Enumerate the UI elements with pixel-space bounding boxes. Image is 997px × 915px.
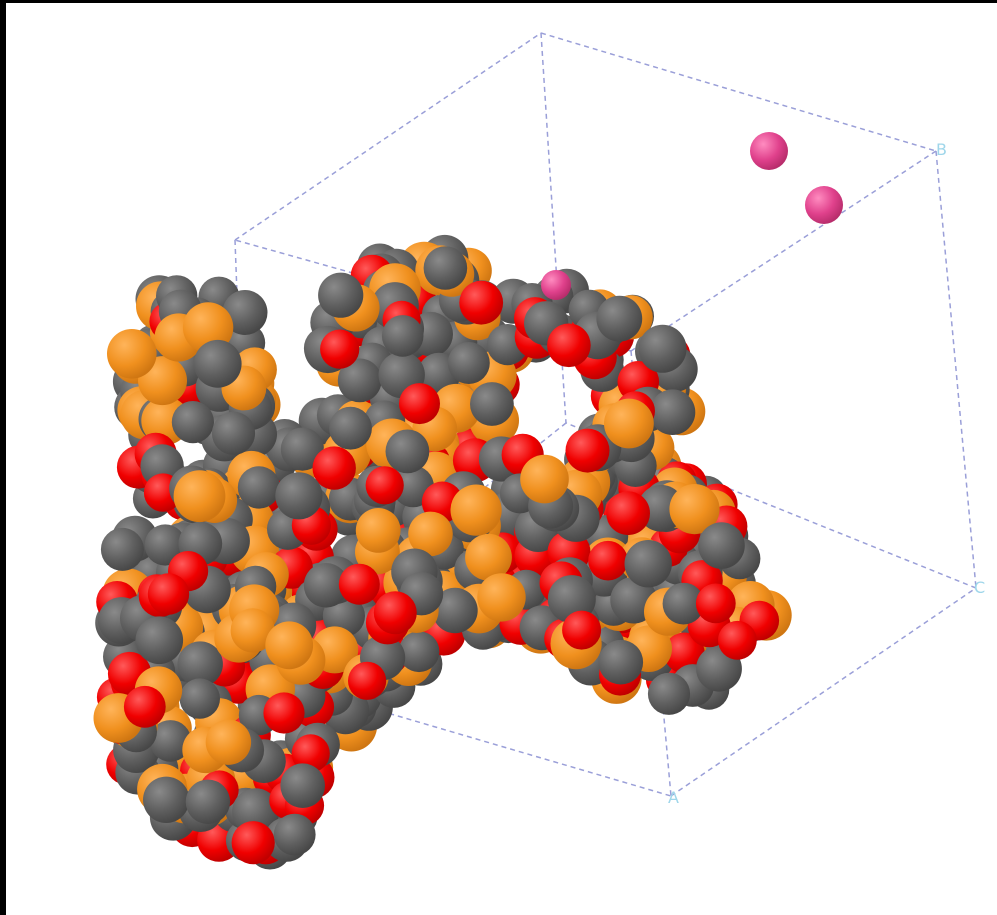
phosphorus-atom[interactable] xyxy=(173,470,226,523)
ion-atom[interactable] xyxy=(805,186,843,224)
phosphorus-atom[interactable] xyxy=(355,508,401,553)
oxygen-atom[interactable] xyxy=(562,610,602,650)
oxygen-atom[interactable] xyxy=(588,540,628,581)
molecule-scene[interactable]: B C A xyxy=(6,3,997,915)
carbon-atom[interactable] xyxy=(303,563,349,608)
carbon-atom[interactable] xyxy=(144,524,186,566)
oxygen-atom[interactable] xyxy=(147,573,190,615)
carbon-atom[interactable] xyxy=(100,527,144,571)
oxygen-atom[interactable] xyxy=(695,583,736,624)
carbon-atom[interactable] xyxy=(385,429,430,474)
phosphorus-atom[interactable] xyxy=(107,329,157,379)
phosphorus-atom[interactable] xyxy=(669,484,720,535)
phosphorus-atom[interactable] xyxy=(604,398,654,449)
carbon-atom[interactable] xyxy=(647,672,691,715)
carbon-atom[interactable] xyxy=(470,382,514,426)
carbon-atom[interactable] xyxy=(329,406,372,450)
ion-atoms[interactable] xyxy=(541,132,843,300)
carbon-atom[interactable] xyxy=(398,631,440,673)
ion-atom[interactable] xyxy=(750,132,788,170)
carbon-atom[interactable] xyxy=(179,678,220,719)
dna-molecule[interactable] xyxy=(93,234,792,870)
axis-label-b: B xyxy=(936,140,947,159)
carbon-atom[interactable] xyxy=(211,411,256,455)
carbon-atom[interactable] xyxy=(193,339,242,388)
phosphorus-atom[interactable] xyxy=(205,719,252,765)
phosphorus-atom[interactable] xyxy=(230,608,275,653)
phosphorus-atom[interactable] xyxy=(450,484,502,536)
axis-label-c: C xyxy=(974,578,985,597)
carbon-atom[interactable] xyxy=(624,540,672,588)
carbon-atom[interactable] xyxy=(149,720,192,762)
oxygen-atom[interactable] xyxy=(291,734,330,773)
carbon-atom[interactable] xyxy=(662,582,705,625)
viewer-canvas[interactable]: B C A xyxy=(6,3,997,915)
carbon-atom[interactable] xyxy=(177,641,223,687)
oxygen-atom[interactable] xyxy=(459,280,504,325)
oxygen-atom[interactable] xyxy=(399,383,440,425)
phosphorus-atom[interactable] xyxy=(408,511,453,557)
phosphorus-atom[interactable] xyxy=(465,533,512,581)
carbon-atom[interactable] xyxy=(280,427,324,471)
carbon-atom[interactable] xyxy=(596,295,643,342)
oxygen-atom[interactable] xyxy=(263,692,305,734)
oxygen-atom[interactable] xyxy=(348,661,387,700)
oxygen-atom[interactable] xyxy=(547,323,591,368)
carbon-atom[interactable] xyxy=(432,587,478,634)
carbon-atom[interactable] xyxy=(381,315,424,357)
phosphorus-atom[interactable] xyxy=(477,573,526,622)
carbon-atom[interactable] xyxy=(337,358,382,403)
oxygen-atom[interactable] xyxy=(123,685,166,728)
oxygen-atom[interactable] xyxy=(373,591,417,635)
ion-atom[interactable] xyxy=(541,270,571,300)
carbon-atom[interactable] xyxy=(171,401,214,444)
oxygen-atom[interactable] xyxy=(663,632,705,674)
phosphorus-atom[interactable] xyxy=(265,621,314,670)
oxygen-atom[interactable] xyxy=(320,329,360,369)
carbon-atom[interactable] xyxy=(598,639,644,685)
oxygen-atom[interactable] xyxy=(338,563,380,605)
oxygen-atom[interactable] xyxy=(365,466,404,505)
carbon-atom[interactable] xyxy=(273,813,316,856)
carbon-atom[interactable] xyxy=(280,763,326,808)
carbon-atom[interactable] xyxy=(275,472,323,520)
oxygen-atom[interactable] xyxy=(231,821,275,865)
carbon-atom[interactable] xyxy=(423,246,468,290)
carbon-atom[interactable] xyxy=(649,389,696,436)
carbon-atom[interactable] xyxy=(222,290,268,335)
phosphorus-atom[interactable] xyxy=(520,454,569,504)
oxygen-atom[interactable] xyxy=(606,491,650,536)
carbon-atom[interactable] xyxy=(638,324,687,373)
carbon-atom[interactable] xyxy=(447,342,490,384)
oxygen-atom[interactable] xyxy=(565,428,610,473)
carbon-atom[interactable] xyxy=(185,779,231,824)
oxygen-atom[interactable] xyxy=(312,446,356,490)
oxygen-atom[interactable] xyxy=(718,620,757,660)
axis-label-a: A xyxy=(668,788,679,807)
carbon-atom[interactable] xyxy=(698,522,745,569)
carbon-atom[interactable] xyxy=(135,616,184,664)
carbon-atom[interactable] xyxy=(237,466,281,509)
carbon-atom[interactable] xyxy=(318,272,364,318)
carbon-atom[interactable] xyxy=(143,776,190,823)
